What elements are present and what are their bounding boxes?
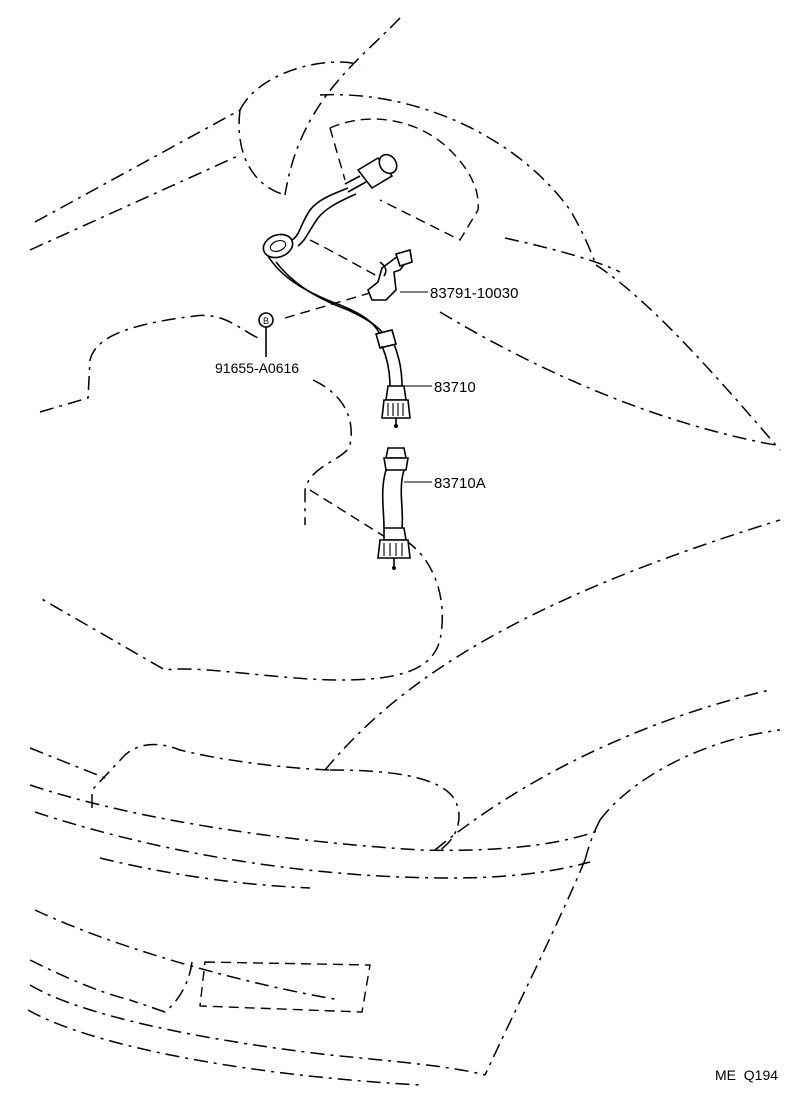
part-label-cable-sub: 83710A bbox=[434, 475, 486, 492]
part-label-nut: 91655-A0616 bbox=[215, 360, 300, 376]
cable-clamp bbox=[367, 248, 413, 301]
footer-code: ME Q194 bbox=[715, 1067, 779, 1083]
speedometer-cable bbox=[262, 153, 411, 428]
sub-cable bbox=[377, 447, 411, 570]
part-label-bracket: 83791-10030 bbox=[430, 285, 519, 302]
nut-marker-letter: B bbox=[263, 316, 269, 326]
nut-marker: B bbox=[258, 312, 274, 357]
leader-lines bbox=[400, 291, 432, 483]
part-label-cable: 83710 bbox=[434, 379, 476, 396]
vehicle-outline bbox=[27, 17, 781, 1086]
